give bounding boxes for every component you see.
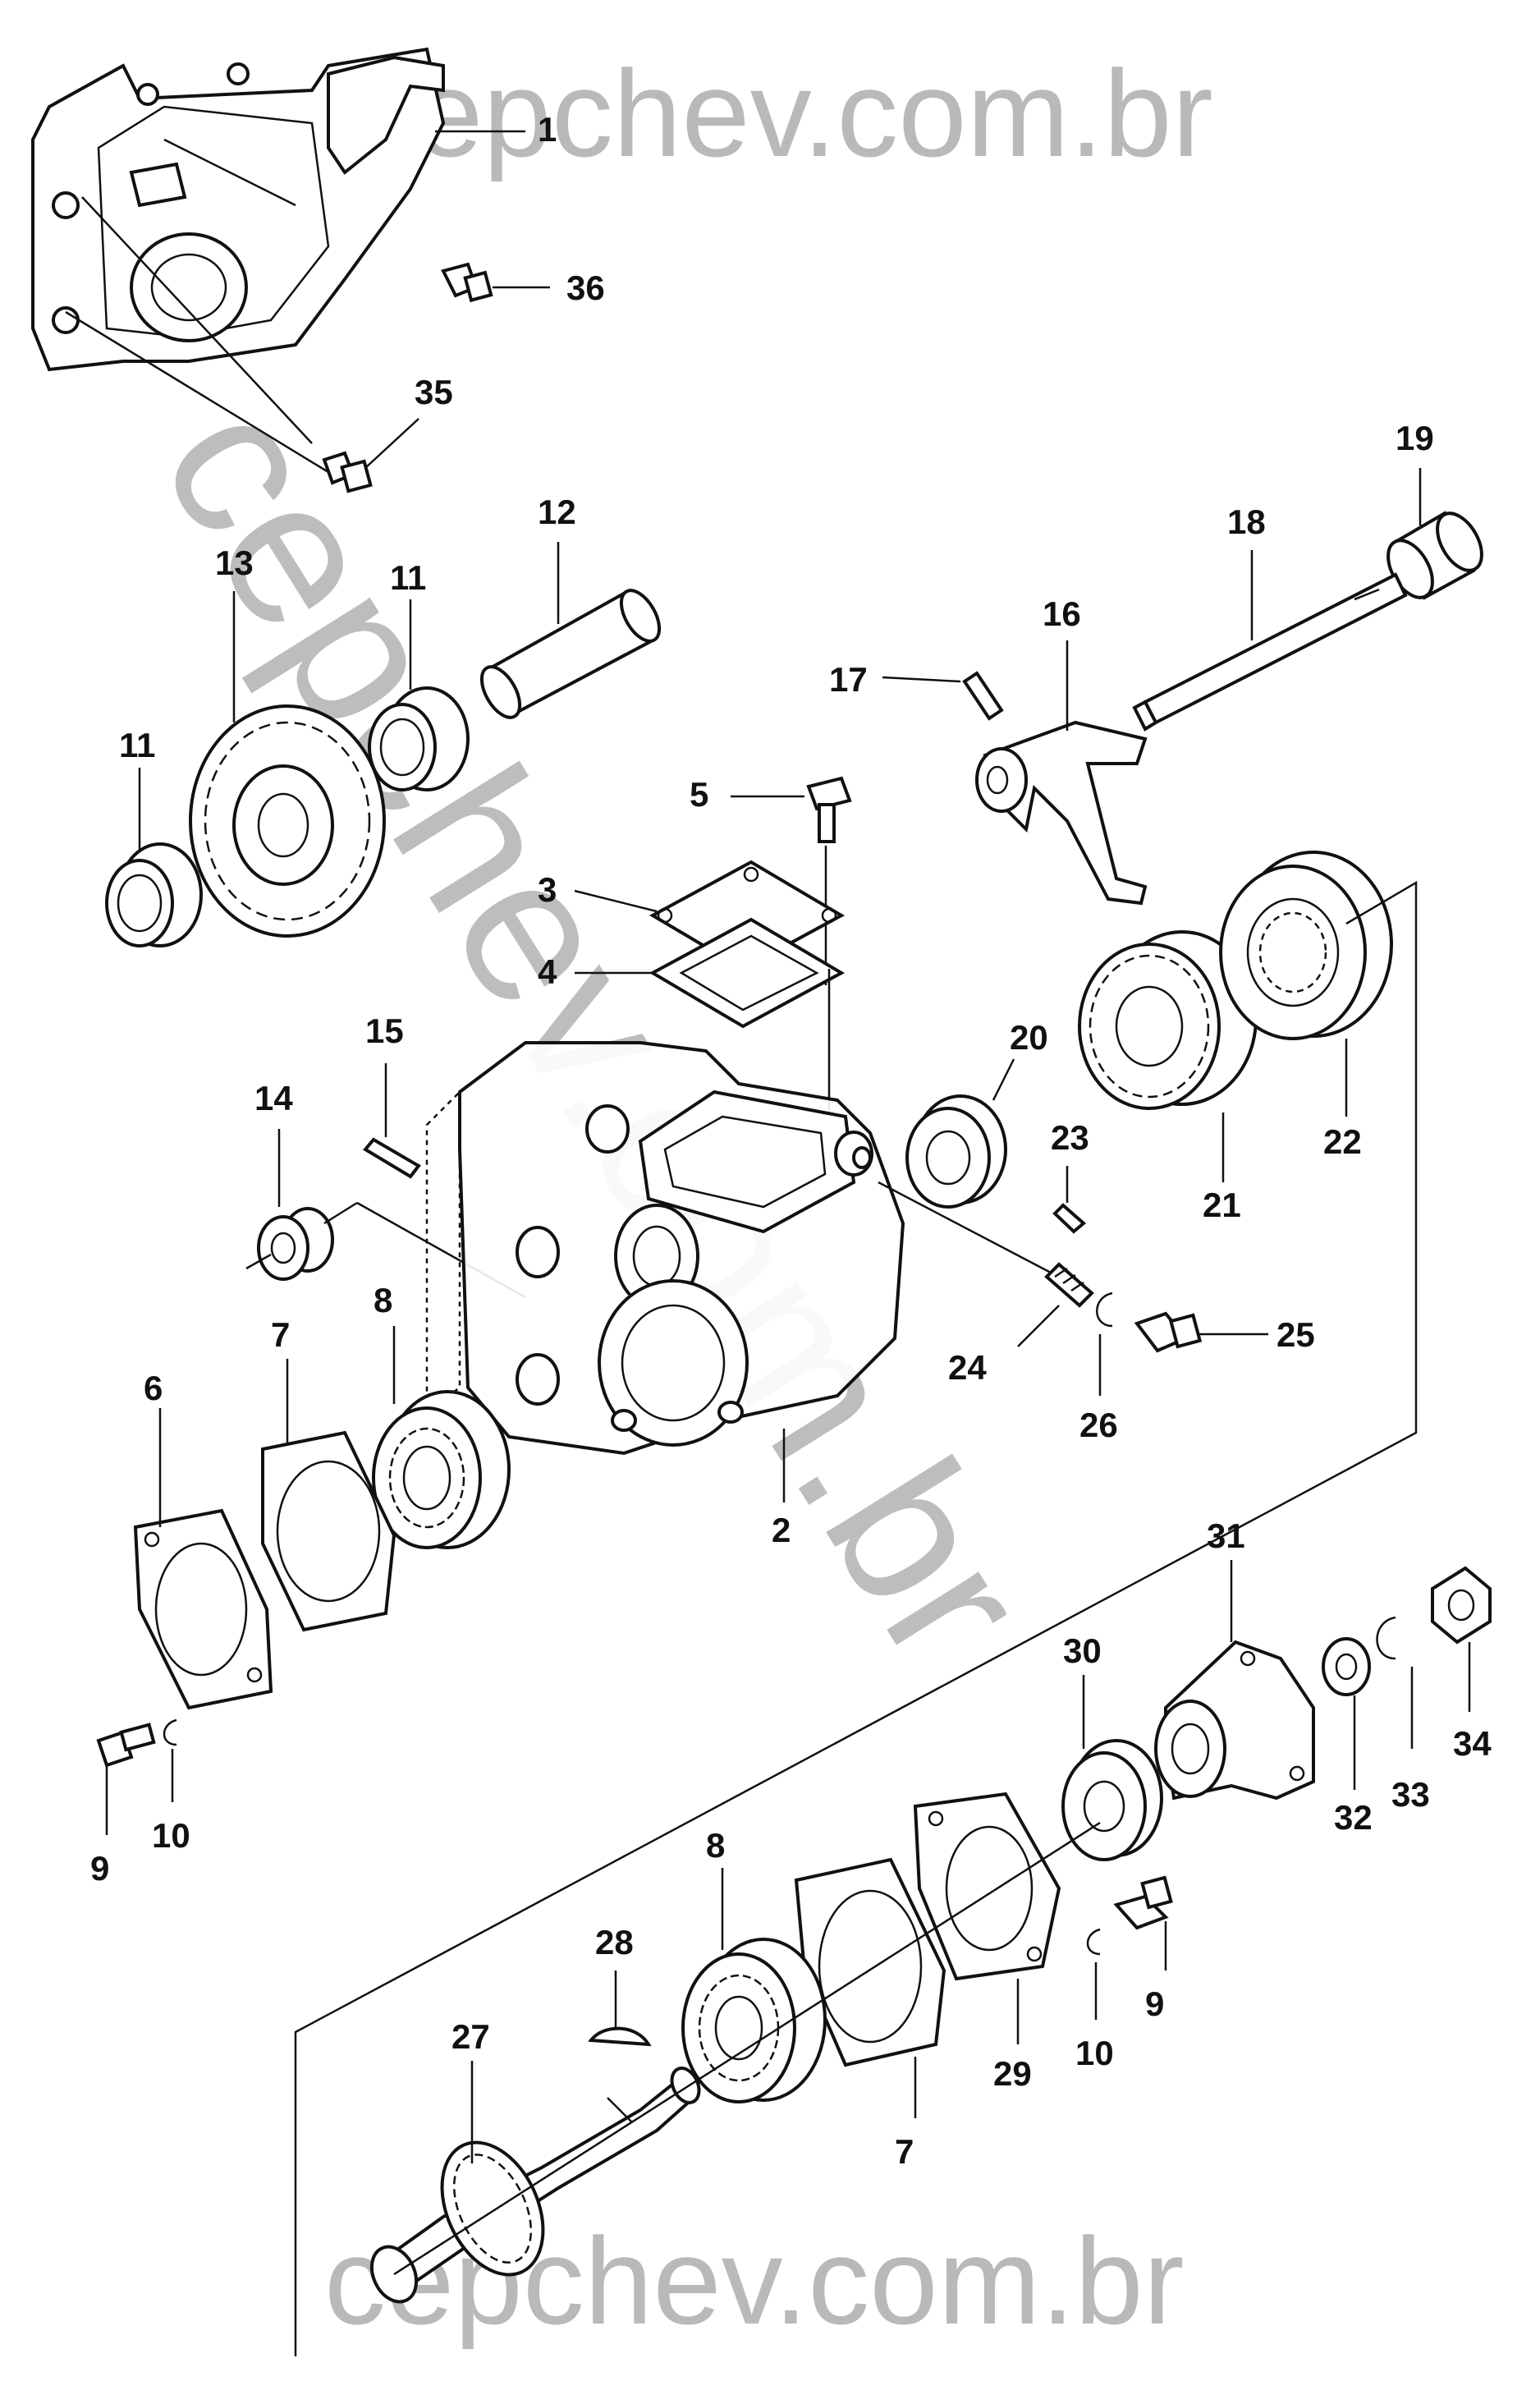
callout-1: 1 (538, 110, 557, 149)
part-6-flange-cover (133, 1508, 273, 1710)
part-29-cover (913, 1791, 1061, 1981)
part-28-woodruff-key (588, 2026, 652, 2047)
callout-4: 4 (538, 952, 557, 991)
callout-2: 2 (772, 1511, 791, 1549)
callout-5: 5 (690, 775, 708, 814)
callout-11-lower: 11 (119, 726, 155, 764)
part-17-roll-pin (962, 671, 1004, 721)
callout-36: 36 (566, 268, 605, 307)
part-31-output-flange (1154, 1640, 1315, 1801)
callout-19: 19 (1396, 419, 1434, 457)
part-8-ball-bearing-lower (681, 1938, 827, 2103)
callout-6: 6 (144, 1369, 163, 1407)
part-15-dowel-pin (362, 1137, 421, 1179)
callout-27: 27 (451, 2017, 490, 2056)
callout-20: 20 (1010, 1018, 1048, 1057)
part-25-bolt (1134, 1311, 1203, 1353)
part-24-spring (1044, 1262, 1094, 1308)
part-27-output-shaft (369, 2067, 701, 2304)
callout-33: 33 (1391, 1775, 1430, 1814)
assembly-frame-line (294, 880, 1418, 2356)
part-36-bolt (441, 262, 493, 303)
part-22-sliding-sleeve (1219, 851, 1393, 1040)
part-13-gear (189, 704, 386, 938)
part-11-needle-bearing-upper (368, 686, 470, 791)
part-10-lock-washer-lower (1086, 1928, 1101, 1956)
callout-7-lower: 7 (895, 2132, 914, 2171)
part-10-lock-washer-upper (163, 1718, 177, 1746)
part-9-bolt-upper (96, 1723, 156, 1768)
callout-31: 31 (1207, 1516, 1245, 1555)
part-1-pto-assembly (31, 47, 446, 474)
callout-10-upper: 10 (152, 1816, 190, 1855)
part-32-washer (1322, 1637, 1371, 1696)
callout-9-lower: 9 (1145, 1984, 1164, 2023)
callout-14: 14 (254, 1079, 293, 1117)
callout-8-lower: 8 (706, 1826, 725, 1865)
part-19-bushing (1386, 511, 1483, 600)
part-34-nut (1431, 1566, 1492, 1645)
callout-16: 16 (1043, 594, 1081, 633)
part-9-bolt-lower (1113, 1875, 1173, 1930)
callout-26: 26 (1079, 1406, 1118, 1444)
part-30-seal (1061, 1739, 1163, 1861)
part-26-lock-washer (1096, 1291, 1113, 1328)
part-5-bolt (806, 776, 852, 843)
callout-28: 28 (595, 1923, 634, 1961)
callout-12: 12 (538, 493, 576, 531)
callout-8-upper: 8 (374, 1281, 392, 1319)
part-7-gasket-lower (794, 1857, 946, 2067)
callout-10-lower: 10 (1075, 2034, 1114, 2072)
part-12-pin (479, 589, 662, 719)
callout-17: 17 (829, 660, 868, 699)
callout-18: 18 (1227, 502, 1266, 541)
callout-22: 22 (1323, 1122, 1362, 1161)
callout-24: 24 (948, 1348, 987, 1387)
callout-32: 32 (1334, 1798, 1373, 1837)
part-7-gasket-upper (261, 1430, 396, 1632)
part-8-ball-bearing-upper (372, 1390, 511, 1549)
part-14-bushing (257, 1207, 334, 1281)
callout-15: 15 (365, 1012, 404, 1050)
callout-21: 21 (1203, 1186, 1241, 1224)
lower-centerline (393, 1821, 1101, 2276)
callout-13: 13 (215, 544, 254, 582)
callout-35: 35 (415, 373, 453, 411)
callout-7-upper: 7 (271, 1315, 290, 1354)
watermark-top: cepchev.com.br (353, 44, 1213, 182)
part-33-lock-washer (1376, 1616, 1396, 1660)
callout-23: 23 (1051, 1118, 1089, 1157)
part-16-shift-fork (975, 720, 1148, 906)
part-11-needle-bearing-lower (105, 842, 203, 947)
callout-25: 25 (1276, 1315, 1315, 1354)
part-18-shift-shaft (1132, 572, 1408, 732)
callout-9-upper: 9 (90, 1849, 109, 1888)
callout-11-upper: 11 (390, 558, 426, 597)
callout-3: 3 (538, 870, 557, 909)
callout-29: 29 (993, 2054, 1032, 2093)
part-2-housing (425, 1041, 905, 1456)
callout-30: 30 (1063, 1631, 1102, 1670)
part-20-seal (905, 1094, 1007, 1209)
callout-34: 34 (1453, 1724, 1492, 1763)
part-35-bolt (322, 451, 373, 493)
part-4-gasket (649, 917, 846, 1029)
part-23-pin (1052, 1203, 1087, 1234)
